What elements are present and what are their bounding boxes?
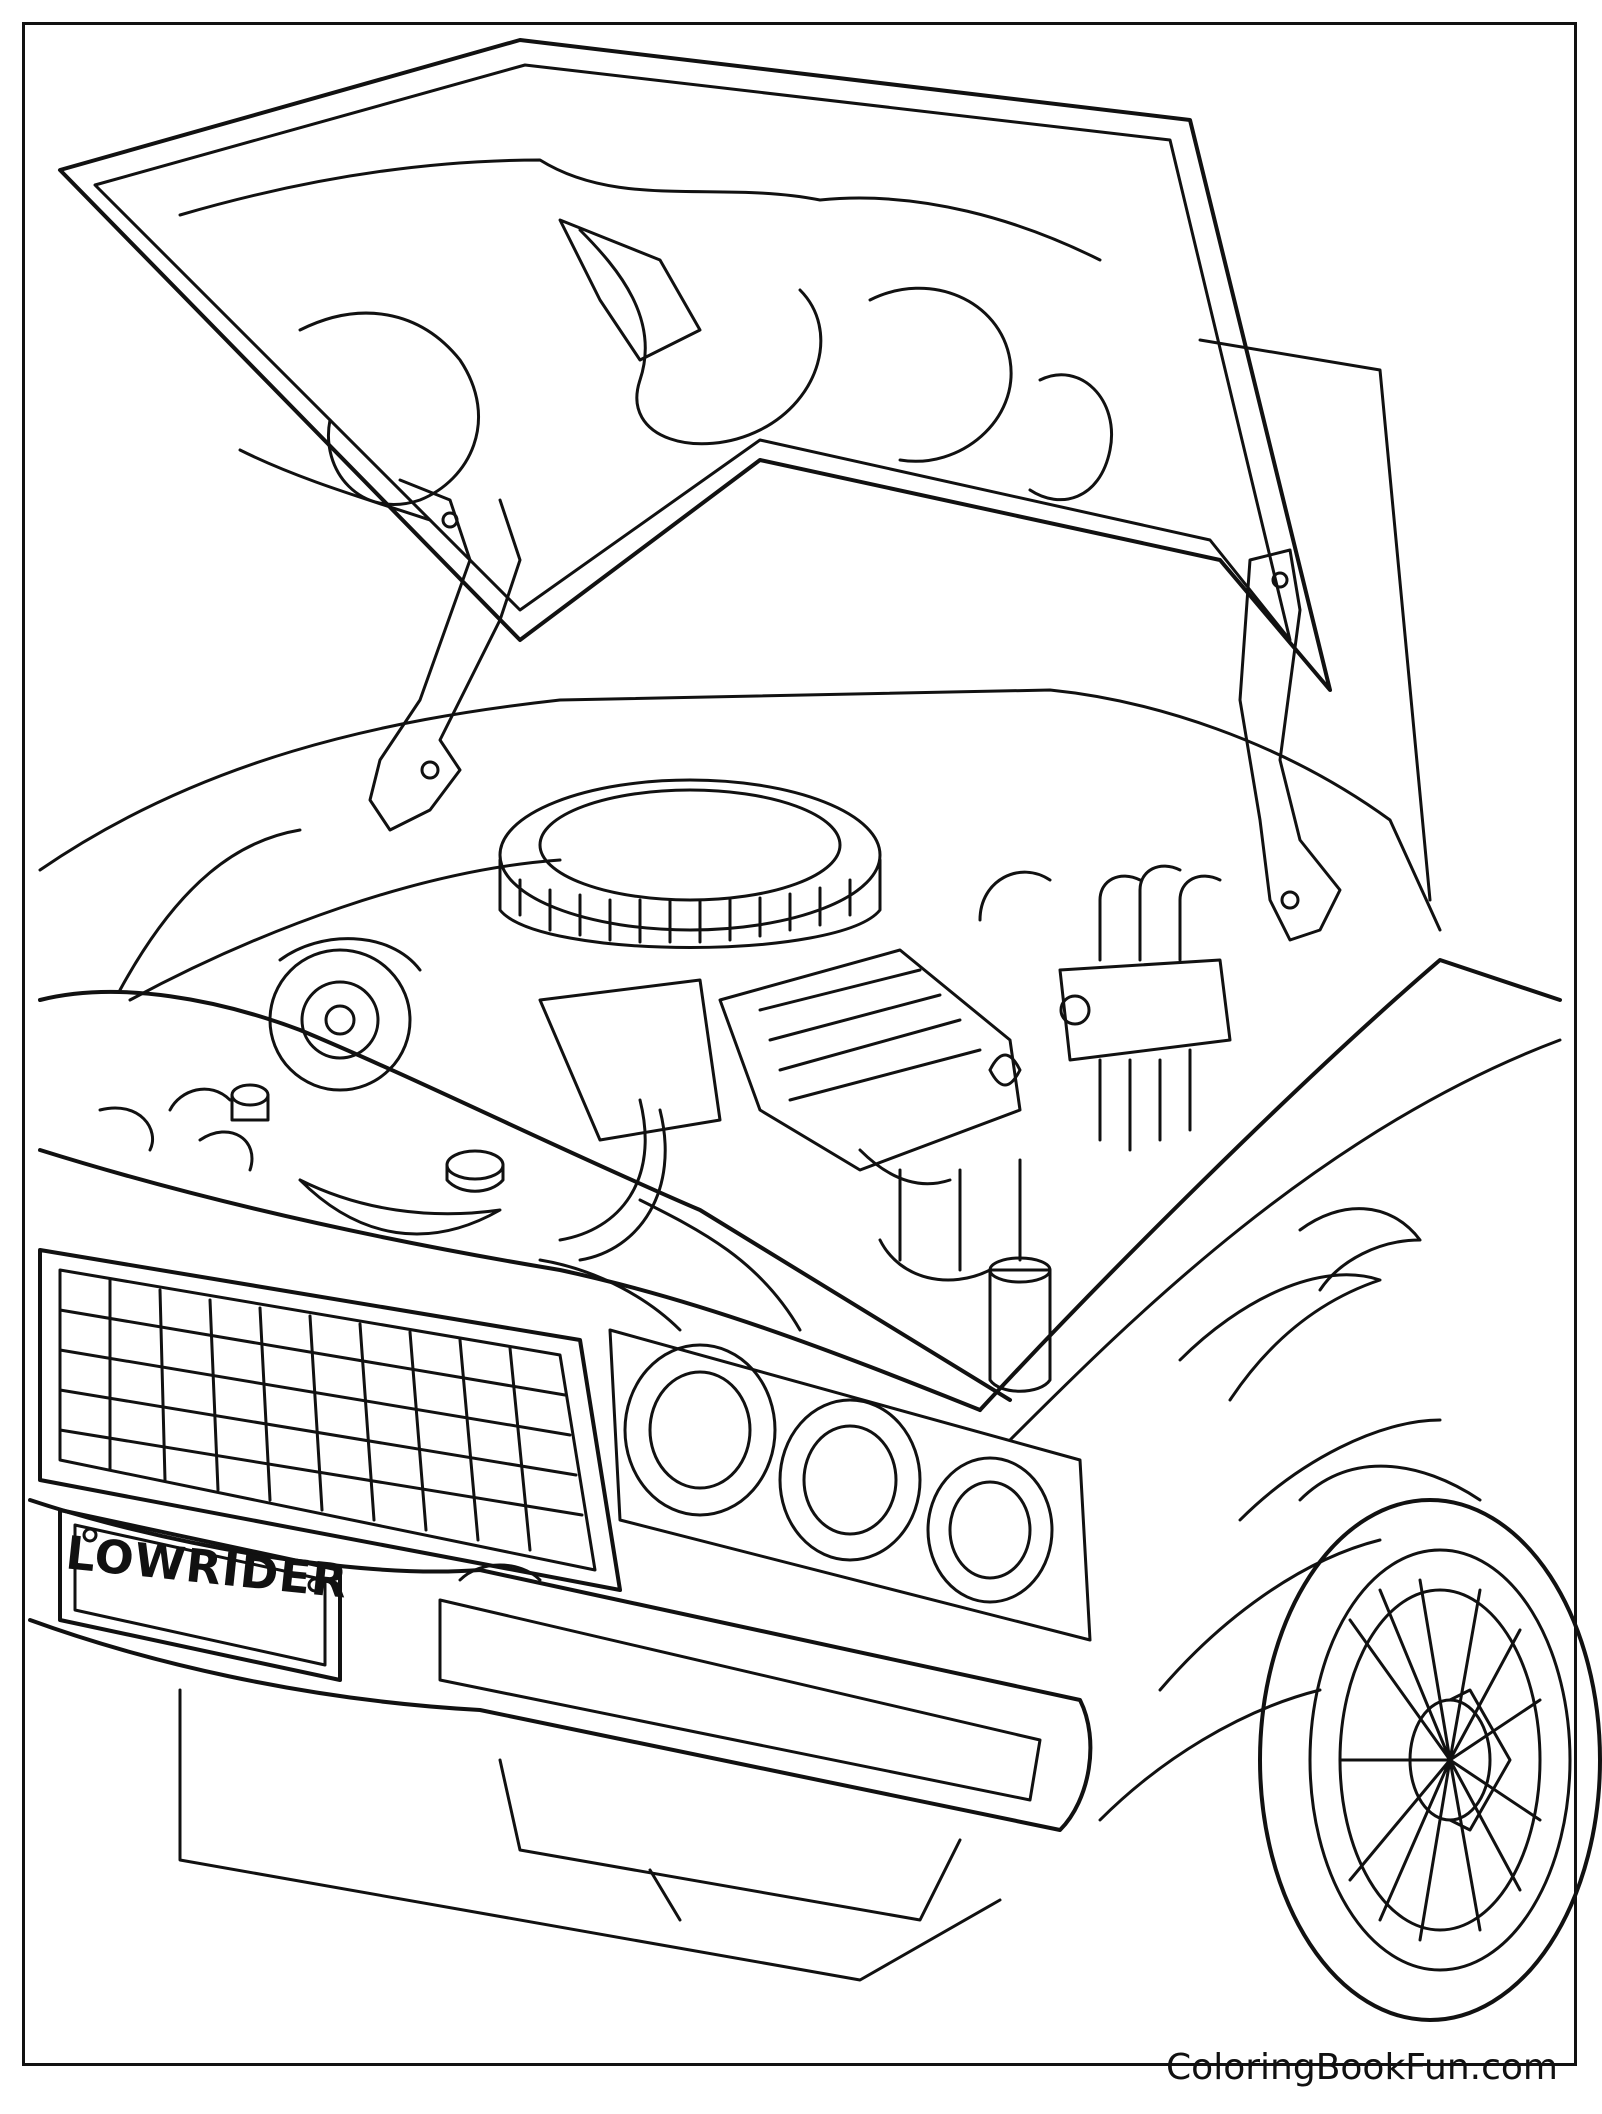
license-plate-icon [60, 1510, 340, 1680]
alternator-icon [270, 939, 420, 1090]
radiator-cap-icon [232, 1085, 1050, 1391]
hydraulic-block-icon [1060, 866, 1230, 1150]
engine-hoses [560, 872, 1050, 1330]
far-fender [1200, 340, 1430, 900]
front-bumper [30, 1500, 1090, 1980]
headlight-icon [610, 1330, 1090, 1640]
grille-icon [40, 1250, 620, 1590]
air-cleaner-icon [500, 780, 880, 948]
engine-bay [40, 690, 1440, 1000]
wire-wheel-icon [1260, 1466, 1600, 2020]
engine-icon [540, 950, 1020, 1280]
site-credit: ColoringBookFun.com [1166, 2047, 1558, 2088]
right-fender [980, 960, 1560, 1820]
hood-hinge-left-icon [370, 480, 520, 830]
front-body [40, 992, 1010, 1410]
hood-hinge-right-icon [1240, 550, 1340, 940]
hood-panel [60, 40, 1330, 690]
page-border [22, 22, 1577, 2066]
